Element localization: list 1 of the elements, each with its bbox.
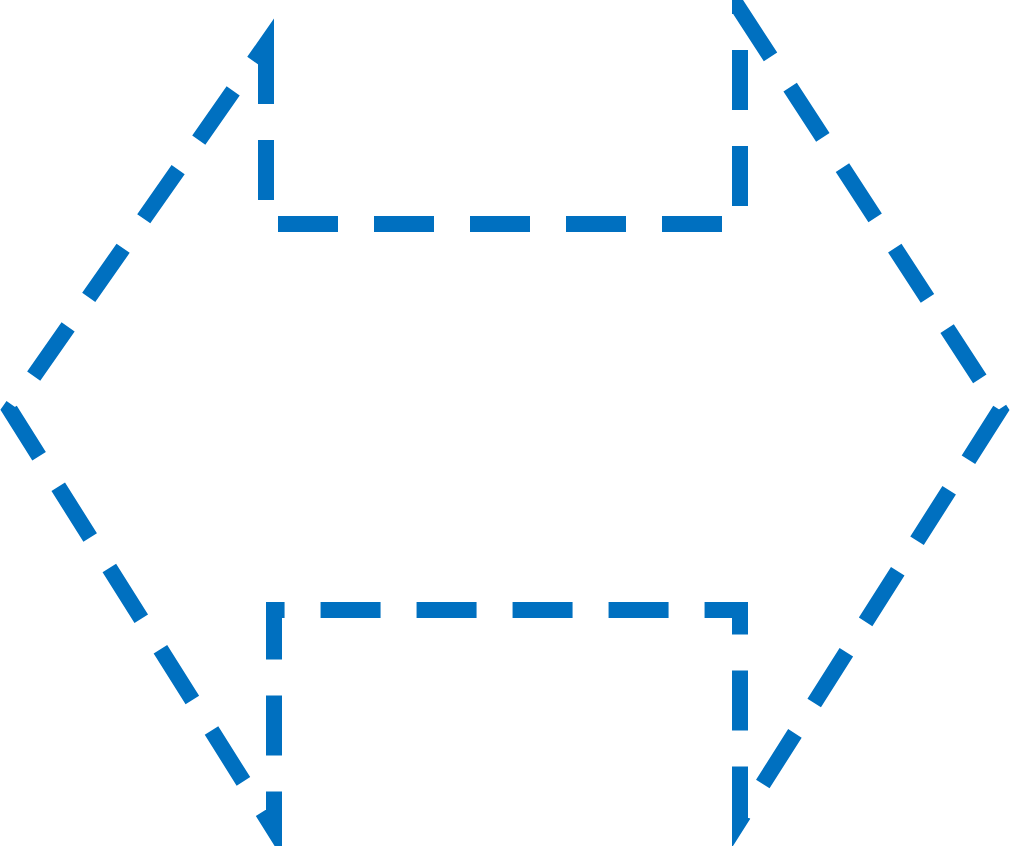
double-arrow-outline <box>0 0 1010 846</box>
